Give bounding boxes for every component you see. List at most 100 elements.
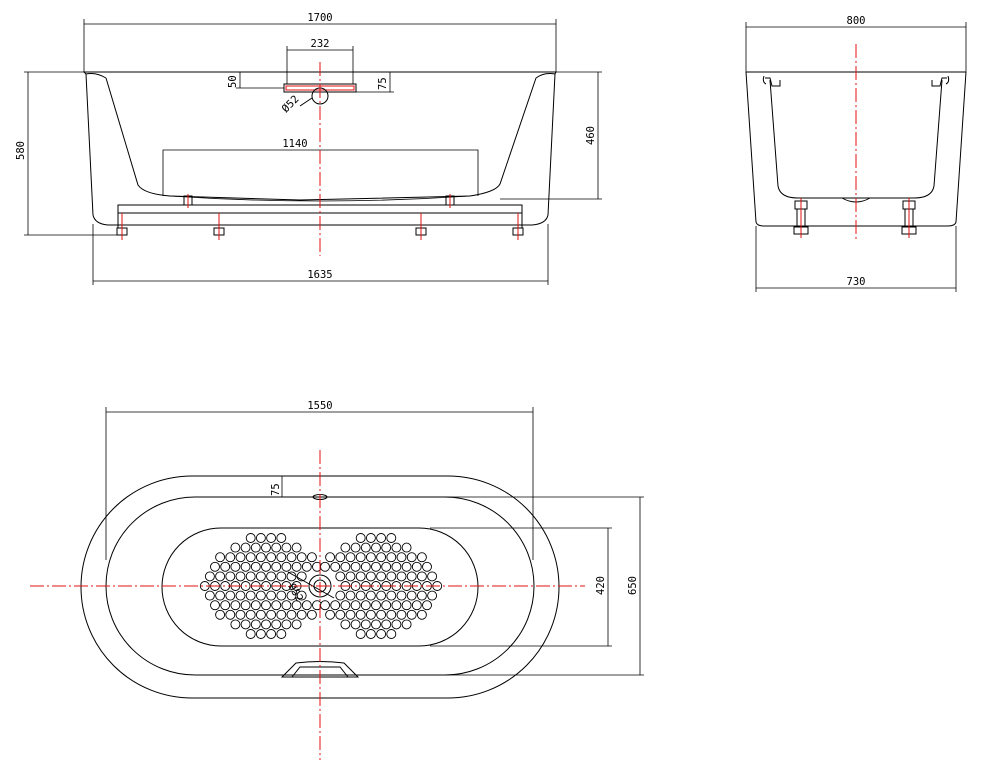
anti-slip-hole — [381, 561, 392, 572]
anti-slip-hole — [360, 619, 371, 630]
anti-slip-hole — [355, 609, 366, 620]
anti-slip-hole — [365, 571, 376, 582]
anti-slip-hole — [340, 542, 351, 553]
dim-overall-width: 800 — [847, 15, 866, 27]
side-view: 800 730 — [745, 15, 967, 292]
anti-slip-hole — [286, 552, 297, 563]
anti-slip-hole — [396, 609, 407, 620]
anti-slip-hole — [204, 571, 215, 582]
dim-faucet-offset: 50 — [227, 75, 239, 88]
anti-slip-hole — [330, 600, 341, 611]
anti-slip-hole — [245, 629, 256, 639]
anti-slip-hole — [325, 609, 336, 620]
anti-slip-hole — [235, 552, 246, 563]
anti-slip-hole — [261, 600, 271, 611]
anti-slip-hole — [411, 561, 422, 572]
anti-slip-hole — [281, 619, 292, 630]
anti-slip-hole — [406, 552, 417, 563]
anti-slip-hole — [296, 590, 307, 601]
anti-slip-hole — [386, 552, 397, 563]
anti-slip-hole — [360, 542, 371, 553]
anti-slip-hole — [296, 609, 307, 620]
dim-top-length: 1550 — [307, 400, 332, 412]
anti-slip-hole — [386, 629, 397, 639]
anti-slip-hole — [225, 552, 236, 563]
anti-slip-hole — [396, 552, 407, 563]
anti-slip-hole — [376, 552, 387, 563]
anti-slip-hole — [422, 600, 432, 611]
anti-slip-hole — [411, 600, 422, 611]
anti-slip-hole — [255, 571, 266, 582]
anti-slip-hole — [281, 542, 292, 553]
dim-overall-length: 1700 — [307, 12, 332, 24]
front-view: 1700 1140 232 Ø52 50 75 — [15, 12, 602, 285]
anti-slip-hole — [245, 571, 256, 582]
anti-slip-hole — [296, 552, 307, 563]
feet-side — [793, 198, 917, 238]
anti-slip-hole — [401, 619, 412, 630]
anti-slip-hole — [271, 619, 282, 630]
anti-slip-hole — [276, 590, 287, 601]
anti-slip-hole — [355, 590, 366, 601]
anti-slip-hole — [416, 571, 427, 582]
dim-faucet-width: 232 — [311, 38, 330, 50]
anti-slip-hole — [371, 561, 381, 572]
anti-slip-pattern — [199, 533, 443, 639]
anti-slip-hole — [340, 561, 351, 572]
anti-slip-hole — [215, 571, 226, 582]
anti-slip-hole — [271, 561, 282, 572]
dim-base-width: 730 — [847, 276, 866, 288]
anti-slip-hole — [261, 561, 271, 572]
anti-slip-hole — [250, 619, 261, 630]
anti-slip-hole — [215, 590, 226, 601]
anti-slip-hole — [376, 533, 387, 543]
anti-slip-hole — [281, 600, 292, 611]
anti-slip-hole — [220, 600, 231, 611]
anti-slip-hole — [235, 571, 246, 582]
anti-slip-hole — [276, 629, 287, 639]
anti-slip-hole — [330, 561, 341, 572]
anti-slip-hole — [286, 590, 297, 601]
feet-front — [116, 194, 524, 240]
anti-slip-hole — [230, 561, 241, 572]
anti-slip-hole — [245, 533, 256, 543]
anti-slip-hole — [255, 609, 266, 620]
anti-slip-hole — [335, 590, 346, 601]
dim-rim-offset: 75 — [270, 483, 282, 496]
anti-slip-hole — [225, 571, 236, 582]
anti-slip-hole — [286, 571, 297, 582]
anti-slip-hole — [391, 619, 402, 630]
anti-slip-hole — [422, 561, 432, 572]
anti-slip-hole — [427, 571, 438, 582]
anti-slip-hole — [396, 590, 407, 601]
anti-slip-hole — [301, 600, 312, 611]
anti-slip-hole — [350, 561, 361, 572]
anti-slip-hole — [240, 600, 251, 611]
anti-slip-hole — [355, 571, 366, 582]
anti-slip-hole — [320, 561, 330, 572]
anti-slip-hole — [320, 600, 330, 611]
anti-slip-hole — [427, 590, 438, 601]
anti-slip-hole — [255, 533, 266, 543]
anti-slip-hole — [245, 552, 256, 563]
anti-slip-hole — [255, 552, 266, 563]
anti-slip-hole — [371, 619, 381, 630]
anti-slip-hole — [406, 571, 417, 582]
anti-slip-hole — [335, 552, 346, 563]
anti-slip-hole — [355, 533, 366, 543]
anti-slip-hole — [255, 590, 266, 601]
anti-slip-hole — [271, 542, 282, 553]
anti-slip-hole — [266, 590, 277, 601]
anti-slip-hole — [245, 590, 256, 601]
anti-slip-hole — [266, 629, 277, 639]
dim-outer-width: 650 — [627, 576, 639, 595]
anti-slip-hole — [250, 600, 261, 611]
anti-slip-hole — [235, 609, 246, 620]
anti-slip-hole — [350, 600, 361, 611]
anti-slip-hole — [215, 552, 226, 563]
anti-slip-hole — [276, 609, 287, 620]
dim-drain-diameter: Ø52 — [280, 93, 302, 115]
anti-slip-hole — [271, 600, 282, 611]
anti-slip-hole — [360, 600, 371, 611]
